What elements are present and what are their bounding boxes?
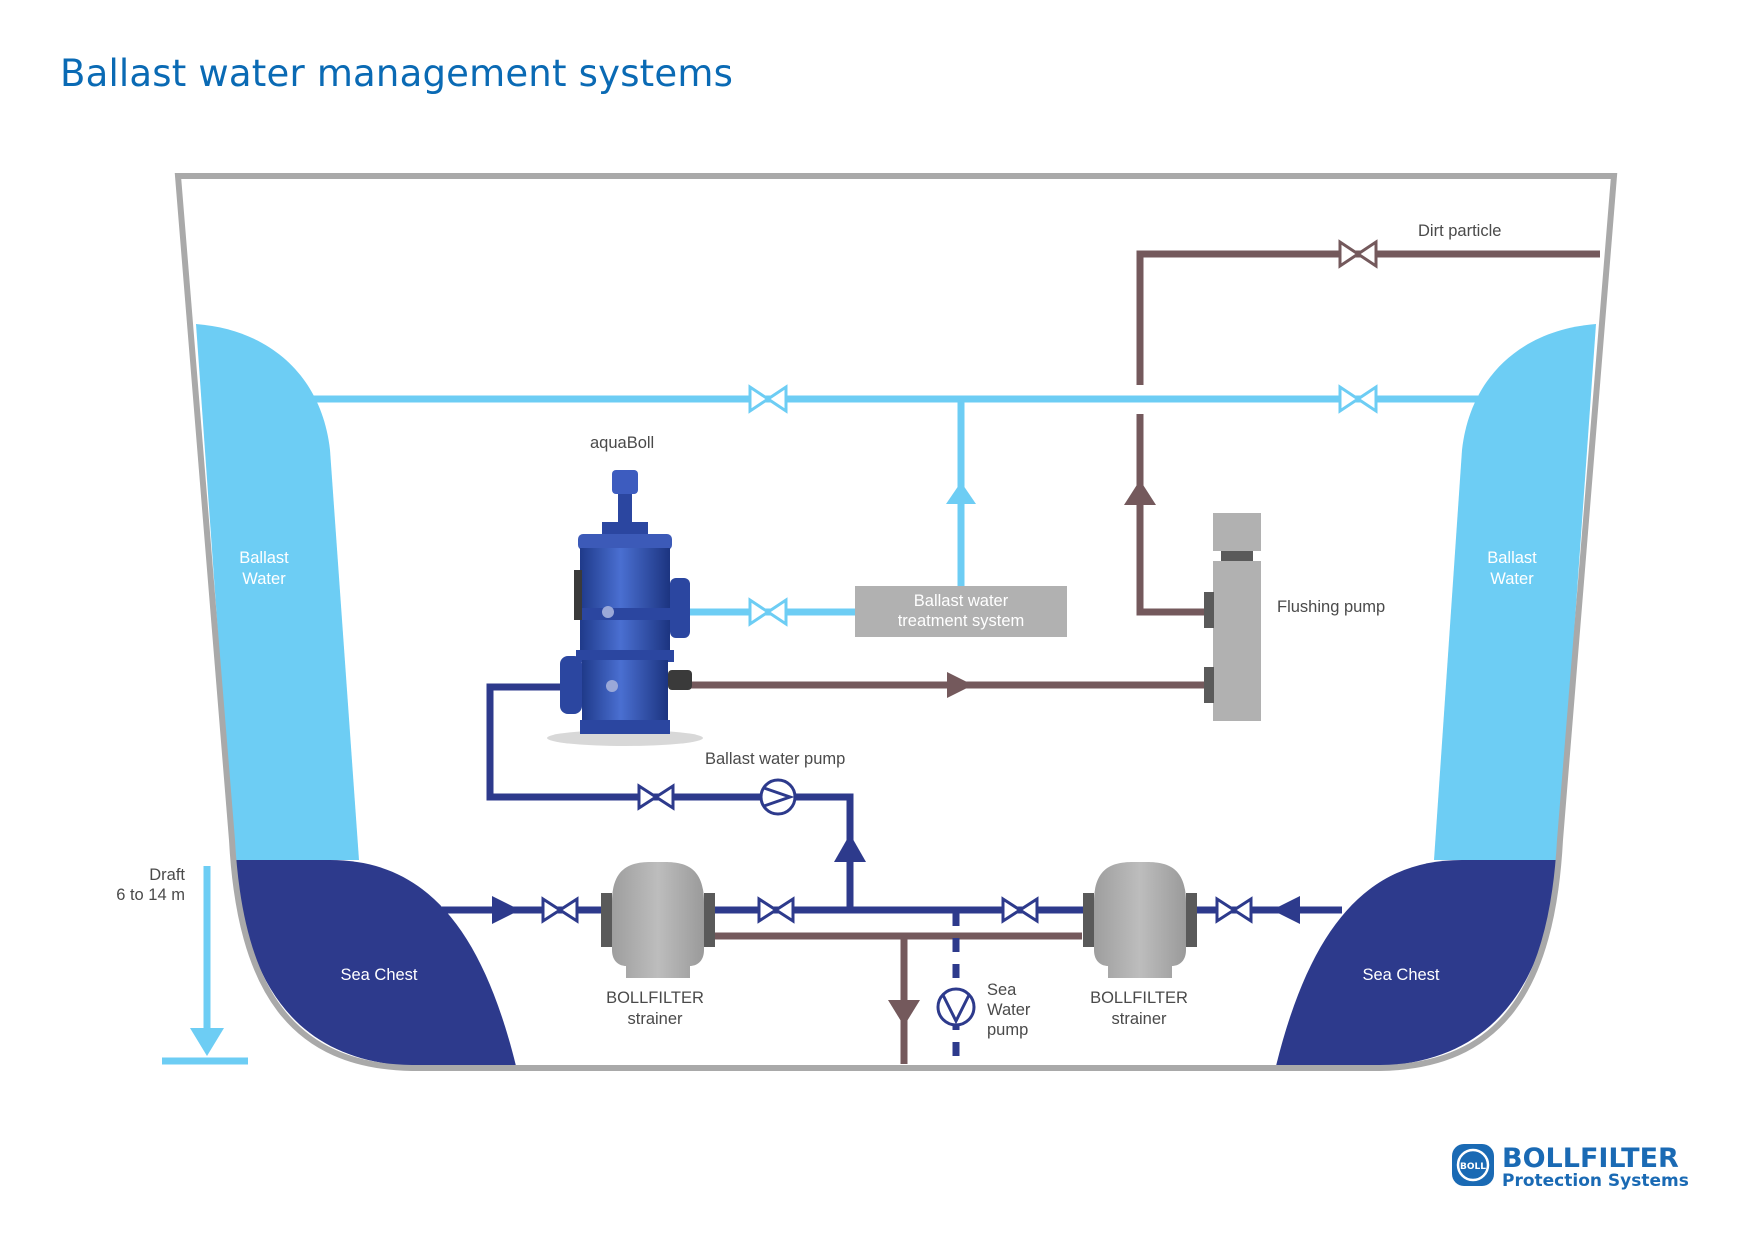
flow-arrow-up-bwts [946, 482, 976, 504]
flow-arrow-up-dirt [1124, 480, 1156, 505]
ballast-water-right-label-1: Ballast [1487, 549, 1537, 567]
hull-outline [174, 173, 1618, 1071]
valve-sea-4 [1215, 896, 1253, 924]
dirt-line [690, 250, 1600, 1064]
draft-label-2: 6 to 14 m [116, 886, 185, 904]
sea-water-line [442, 683, 1342, 914]
sea-water-pump-label-2: Water [987, 1001, 1031, 1019]
bwts-label-line2: treatment system [898, 612, 1025, 630]
draft-indicator [162, 866, 248, 1065]
bollfilter-logo: BOLL BOLLFILTER Protection Systems [1452, 1143, 1689, 1191]
valve-ballast-2 [1338, 384, 1378, 414]
flow-arrow-down-dirt [888, 1000, 920, 1026]
bollfilter-strainer-left [601, 861, 715, 978]
sea-water-pump-label-3: pump [987, 1021, 1028, 1039]
flushing-pump-label: Flushing pump [1277, 598, 1385, 616]
page-title: Ballast water management systems [60, 52, 734, 95]
flow-arrow-right-dirt [947, 672, 973, 698]
bollfilter-logo-tagline: Protection Systems [1502, 1171, 1689, 1191]
sea-chest-left [234, 860, 516, 1066]
bollfilter-strainer-right [1083, 861, 1197, 978]
sea-water-pump [936, 912, 976, 1064]
strainer-left-label-1: BOLLFILTER [606, 989, 704, 1007]
sea-chest-right-label: Sea Chest [1362, 966, 1439, 984]
aquaboll-filter [547, 470, 703, 746]
valve-ballast-pump [637, 783, 675, 811]
valve-sea-3 [1001, 896, 1039, 924]
dirt-particle-label: Dirt particle [1418, 222, 1501, 240]
valve-aquaboll-outlet [748, 597, 788, 627]
sea-water-pump-label-1: Sea [987, 981, 1017, 999]
aquaboll-label: aquaBoll [590, 434, 654, 452]
strainer-right-label-2: strainer [1111, 1010, 1167, 1028]
ballast-tank-right [1434, 324, 1596, 860]
flow-arrow-up-sea [834, 834, 866, 862]
ballast-water-pump-symbol [759, 778, 797, 816]
ballast-line [310, 395, 1478, 616]
valve-ballast-1 [748, 384, 788, 414]
strainer-left-label-2: strainer [627, 1010, 683, 1028]
draft-label-1: Draft [149, 866, 185, 884]
valve-sea-1 [541, 896, 579, 924]
ballast-water-left-label-2: Water [242, 570, 286, 588]
valve-sea-2 [757, 896, 795, 924]
ballast-water-pump-label: Ballast water pump [705, 750, 845, 768]
strainer-right-label-1: BOLLFILTER [1090, 989, 1188, 1007]
valve-dirt [1338, 239, 1378, 269]
bwts-label-line1: Ballast water [914, 592, 1009, 610]
ballast-tank-left [196, 324, 359, 860]
sea-chest-left-label: Sea Chest [340, 966, 417, 984]
ballast-water-right-label-2: Water [1490, 570, 1534, 588]
flow-arrow-left-sea [1272, 896, 1300, 924]
bollfilter-logo-name: BOLLFILTER [1502, 1143, 1679, 1174]
bollfilter-logo-mark: BOLL [1452, 1144, 1494, 1186]
flushing-pump [1204, 513, 1261, 721]
ballast-water-treatment-system [855, 586, 1067, 637]
ballast-water-left-label-1: Ballast [239, 549, 289, 567]
bollfilter-logo-mark-text: BOLL [1460, 1162, 1486, 1172]
flow-arrow-right-sea [492, 896, 520, 924]
sea-chest-right [1276, 860, 1558, 1066]
